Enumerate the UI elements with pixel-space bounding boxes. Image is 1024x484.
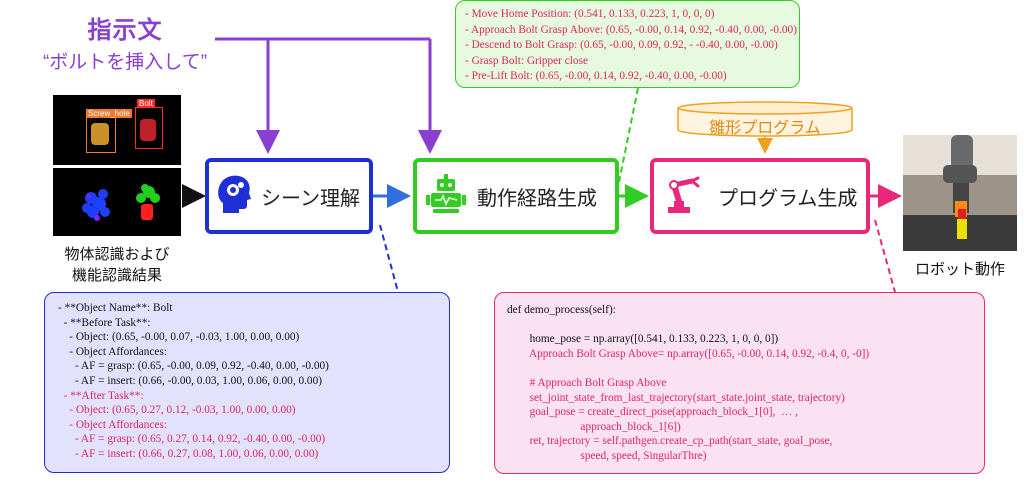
code-line: goal_pose = create_direct_pose(approach_…	[507, 406, 798, 419]
robot-photo	[903, 135, 1017, 251]
path-line: - Grasp Bolt: Gripper close	[465, 54, 588, 67]
scene-line: - AF = grasp: (0.65, -0.00, 0.09, 0.92, …	[58, 360, 329, 373]
code-line: speed, speed, SingularThre)	[507, 449, 707, 462]
scene-line: - **Before Task**:	[58, 316, 151, 329]
scene-line: - Object: (0.65, 0.27, 0.12, -0.03, 1.00…	[58, 404, 296, 417]
callout-scene-panel	[379, 224, 399, 293]
detection-caption-line2: 機能認識結果	[71, 267, 162, 284]
code-line: set_joint_state_from_last_trajectory(sta…	[507, 391, 845, 404]
bolt-object	[140, 119, 156, 141]
detection-caption: 物体認識および 機能認識結果	[44, 244, 190, 286]
stage-program-label: プログラム生成	[718, 187, 858, 210]
affordance-image	[53, 168, 181, 236]
head-gears-icon	[215, 173, 253, 220]
code-line	[507, 361, 984, 376]
screw-hole-object	[91, 123, 109, 145]
instruction-quote: “ボルトを挿入して”	[42, 52, 208, 73]
code-line: # Approach Bolt Grasp Above	[507, 376, 667, 389]
stage-program-generation: プログラム生成	[650, 158, 870, 234]
path-line: - Pre-Lift Bolt: (0.65, -0.00, 0.14, 0.9…	[465, 70, 727, 83]
path-line: - Descend to Bolt Grasp: (0.65, -0.00, 0…	[465, 39, 778, 52]
scene-line: - **Object Name**: Bolt	[58, 302, 173, 314]
code-line: approach_block_1[6])	[507, 420, 681, 433]
point-cloud-graphic	[82, 184, 160, 221]
scene-line: - AF = insert: (0.66, -0.00, 0.03, 1.00,…	[58, 374, 322, 387]
scene-line: - Object: (0.65, -0.00, 0.07, -0.03, 1.0…	[58, 331, 300, 344]
stage-path-generation: 動作経路生成	[413, 158, 619, 234]
path-output-panel: - Move Home Position: (0.541, 0.133, 0.2…	[455, 0, 800, 88]
template-program-label: 雛形プログラム	[709, 120, 821, 137]
template-program-db: 雛形プログラム	[676, 101, 854, 137]
robot-arm-icon	[664, 173, 704, 220]
scene-output-panel: - **Object Name**: Bolt - **Before Task*…	[44, 292, 450, 473]
detection-caption-line1: 物体認識および	[64, 246, 170, 263]
code-line: home_pose = np.array([0.541, 0.133, 0.22…	[507, 333, 779, 346]
robot-icon	[425, 173, 467, 220]
scene-line: - Object Affordances:	[58, 418, 167, 431]
detection-image: Screw_hole Bolt	[53, 95, 181, 165]
screw-hole-label: Screw_hole	[86, 109, 132, 118]
scene-line: - **After Task**:	[58, 389, 144, 402]
code-line: ret, trajectory = self.pathgen.create_cp…	[507, 435, 833, 448]
code-line: Approach Bolt Grasp Above= np.array([0.6…	[507, 347, 870, 360]
code-line	[507, 318, 984, 333]
scene-line: - AF = insert: (0.66, 0.27, 0.08, 1.00, …	[58, 447, 319, 460]
instruction-title: 指示文	[87, 17, 163, 44]
stage-scene-label: シーン理解	[261, 187, 360, 210]
code-line: def demo_process(self):	[507, 304, 616, 316]
callout-path-panel	[616, 87, 639, 193]
scene-line: - AF = grasp: (0.65, 0.27, 0.14, 0.92, -…	[58, 433, 326, 446]
instruction-connector	[215, 37, 442, 154]
callout-code-panel	[874, 219, 896, 293]
database-cylinder-icon	[677, 101, 853, 137]
robot-caption: ロボット動作	[914, 261, 1005, 278]
stage-path-label: 動作経路生成	[477, 187, 597, 210]
scene-line: - Object Affordances:	[58, 345, 167, 358]
path-line: - Approach Bolt Grasp Above: (0.65, -0.0…	[465, 23, 797, 36]
instruction-block: 指示文 “ボルトを挿入して”	[30, 10, 220, 74]
code-output-panel: def demo_process(self): home_pose = np.a…	[494, 292, 985, 474]
path-line: - Move Home Position: (0.541, 0.133, 0.2…	[465, 8, 715, 20]
bolt-label: Bolt	[137, 99, 155, 108]
stage-scene-understanding: シーン理解	[205, 158, 373, 234]
